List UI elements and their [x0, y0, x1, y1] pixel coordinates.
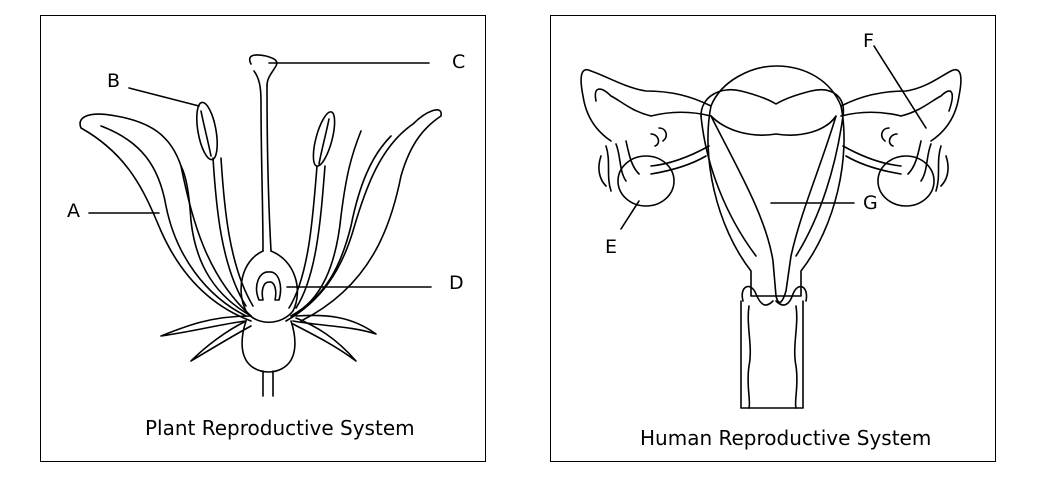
right-tube-lower-2	[845, 155, 902, 175]
left-fallopian-tube-inner	[594, 88, 712, 117]
left-tube-lower	[650, 145, 710, 167]
right-filament-2	[295, 165, 326, 309]
uterus-inner-wall-left	[700, 115, 757, 257]
human-caption: Human Reproductive System	[640, 426, 932, 450]
vagina-inner-right	[793, 305, 798, 409]
right-anther-line	[318, 118, 330, 165]
right-fallopian-tube-inner	[840, 90, 953, 117]
label-e: E	[605, 236, 618, 258]
left-petal	[79, 113, 252, 322]
vagina-outer	[740, 300, 804, 409]
cervix-right	[775, 285, 808, 306]
right-sepal	[292, 314, 377, 335]
receptacle	[241, 320, 296, 373]
stigma	[248, 54, 278, 87]
label-d: D	[449, 272, 464, 294]
uterus-drawing	[580, 45, 962, 409]
left-anther-line	[200, 110, 212, 157]
right-filament	[288, 165, 318, 309]
right-ovary	[877, 155, 935, 207]
leader-b	[128, 87, 200, 107]
label-a: A	[67, 200, 80, 222]
vagina-inner-left	[747, 305, 752, 409]
left-anther	[196, 101, 218, 161]
right-tube-lower	[842, 145, 902, 167]
style-left	[253, 70, 264, 252]
leader-f	[873, 45, 927, 129]
label-g: G	[863, 192, 878, 214]
left-sepal	[160, 315, 252, 337]
left-ovary	[617, 155, 675, 207]
right-inner-petal	[290, 130, 362, 317]
uterus-inner-wall	[700, 89, 845, 257]
left-tube-lower-2	[650, 155, 707, 175]
right-sepal-2	[292, 317, 357, 362]
right-fimbriae	[880, 127, 949, 192]
label-f: F	[863, 30, 874, 52]
left-fallopian-tube	[580, 69, 712, 142]
plant-caption: Plant Reproductive System	[145, 416, 415, 440]
left-petal-inner-vein	[100, 125, 247, 317]
right-petal	[285, 109, 442, 322]
right-petal-inner-vein	[290, 135, 392, 317]
uterine-cavity	[710, 115, 837, 304]
left-filament	[212, 157, 247, 307]
ovule	[255, 271, 282, 301]
human-diagram-panel: E F G Human Reproductive System	[550, 15, 996, 462]
style-right	[266, 85, 272, 252]
leader-e	[620, 200, 640, 230]
flower-drawing	[79, 54, 442, 397]
left-sepal-2	[190, 320, 252, 362]
plant-diagram-panel: A B C D Plant Reproductive System	[40, 15, 486, 462]
left-inner-petal	[180, 165, 252, 317]
cervix	[741, 285, 774, 306]
uterus-outer	[707, 65, 845, 297]
left-filament-2	[220, 157, 254, 307]
label-c: C	[452, 51, 466, 73]
ovary	[240, 250, 299, 324]
label-b: B	[107, 70, 121, 92]
right-fallopian-tube	[840, 69, 962, 142]
left-fimbriae	[598, 127, 668, 192]
